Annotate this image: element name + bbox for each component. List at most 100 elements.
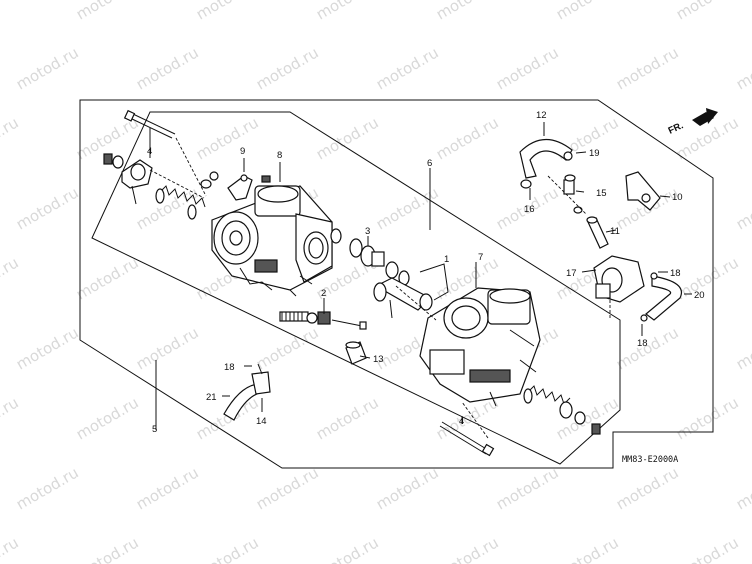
callout-5: 5: [152, 424, 157, 435]
spring-left: [155, 185, 206, 220]
callout-4-top: 4: [147, 146, 152, 157]
callout-11: 11: [610, 226, 620, 237]
callout-18-left: 18: [224, 362, 235, 373]
watermark-text: motod.ru: [133, 323, 202, 373]
callout-21: 21: [206, 392, 217, 403]
watermark-text: motod.ru: [553, 0, 622, 23]
watermark-text: motod.ru: [613, 43, 682, 93]
fuel-joint-parts: [330, 228, 410, 286]
callout-16: 16: [524, 204, 535, 215]
watermark-text: motod.ru: [0, 113, 22, 163]
clip-pin: [257, 363, 263, 375]
watermark-text: motod.ru: [673, 253, 742, 303]
fuel-hose-clips: [563, 151, 583, 214]
throttle-linkage-left: [121, 159, 153, 205]
watermark-text: motod.ru: [433, 0, 502, 23]
washer-right: [574, 411, 586, 425]
lower-fuel-hose-left: [223, 371, 271, 421]
callout-18-lower: 18: [637, 338, 648, 349]
watermark-text: motod.ru: [73, 0, 142, 23]
watermark-text: motod.ru: [253, 463, 322, 513]
lower-fuel-hose-right: [640, 272, 682, 322]
watermark-text: motod.ru: [73, 533, 142, 564]
link-tube: [345, 341, 367, 365]
nut-small: [200, 179, 212, 189]
callout-10: 10: [672, 192, 683, 203]
left-carburetor-body: [211, 185, 333, 297]
watermark-text: motod.ru: [673, 393, 742, 443]
dashed-guides: [149, 137, 611, 439]
watermark-text: motod.ru: [733, 463, 752, 513]
watermark-text: motod.ru: [733, 183, 752, 233]
watermark-text: motod.ru: [433, 533, 502, 564]
callout-2: 2: [321, 288, 326, 299]
fuel-pipe: [586, 216, 609, 249]
callout-14: 14: [256, 416, 267, 427]
callout-19: 19: [589, 148, 600, 159]
callout-1: 1: [444, 254, 449, 265]
right-carburetor-body: [419, 287, 541, 407]
callout-17: 17: [566, 268, 577, 279]
callout-7: 7: [478, 252, 483, 263]
callout-6: 6: [427, 158, 432, 169]
nut-right: [591, 423, 601, 435]
right-stay-bracket: [625, 171, 661, 211]
watermark-text: motod.ru: [0, 533, 22, 564]
watermark-text: motod.ru: [313, 0, 382, 23]
watermark-text: motod.ru: [13, 183, 82, 233]
bottom-screw: [439, 421, 495, 457]
callout-15: 15: [596, 188, 607, 199]
watermark-text: motod.ru: [373, 463, 442, 513]
watermark-text: motod.ru: [553, 533, 622, 564]
watermark-text: motod.ru: [253, 323, 322, 373]
watermark-text: motod.ru: [133, 463, 202, 513]
callout-3: 3: [365, 226, 370, 237]
watermark-text: motod.ru: [733, 43, 752, 93]
watermark-text: motod.ru: [313, 393, 382, 443]
washer-left: [103, 153, 113, 165]
watermark-text: motod.ru: [373, 43, 442, 93]
watermark-text: motod.ru: [673, 0, 742, 23]
watermark-text: motod.ru: [313, 533, 382, 564]
watermark-text: motod.ru: [13, 43, 82, 93]
callout-9: 9: [240, 146, 245, 157]
front-direction-arrow: [692, 108, 718, 126]
fuel-joint-pipe: [373, 277, 433, 319]
watermark-text: motod.ru: [73, 393, 142, 443]
watermark-text: motod.ru: [493, 463, 562, 513]
nut-small-2: [209, 171, 219, 181]
watermark-text: motod.ru: [0, 253, 22, 303]
watermark-text: motod.ru: [373, 183, 442, 233]
callout-4-bottom: 4: [459, 416, 464, 427]
throttle-stop-bracket: [227, 174, 271, 201]
watermark-text: motod.ru: [253, 43, 322, 93]
watermark-text: motod.ru: [613, 463, 682, 513]
watermark-text: motod.ru: [0, 393, 22, 443]
direction-label: FR.: [667, 120, 686, 136]
diagram-code: MM83-E2000A: [622, 455, 678, 465]
callout-12: 12: [536, 110, 547, 121]
subassembly-frame-outline: [91, 111, 621, 465]
callout-18-right: 18: [670, 268, 681, 279]
ring-left: [112, 155, 124, 169]
watermark-text: motod.ru: [313, 113, 382, 163]
watermark-text: motod.ru: [493, 43, 562, 93]
watermark-text: motod.ru: [13, 323, 82, 373]
watermark-text: motod.ru: [193, 113, 262, 163]
watermark-text: motod.ru: [133, 43, 202, 93]
watermark-text: motod.ru: [13, 463, 82, 513]
spring-right: [523, 385, 573, 419]
watermark-text: motod.ru: [433, 113, 502, 163]
top-screw: [123, 109, 176, 139]
watermark-text: motod.ru: [193, 0, 262, 23]
callout-leaders: [149, 122, 692, 430]
watermark-text: motod.ru: [733, 323, 752, 373]
watermark-text: motod.ru: [673, 533, 742, 564]
fuel-three-way-joint: [593, 255, 645, 303]
watermark-text: motod.ru: [0, 0, 22, 23]
watermark-text: motod.ru: [73, 253, 142, 303]
watermark-text: motod.ru: [193, 533, 262, 564]
callout-13: 13: [373, 354, 384, 365]
